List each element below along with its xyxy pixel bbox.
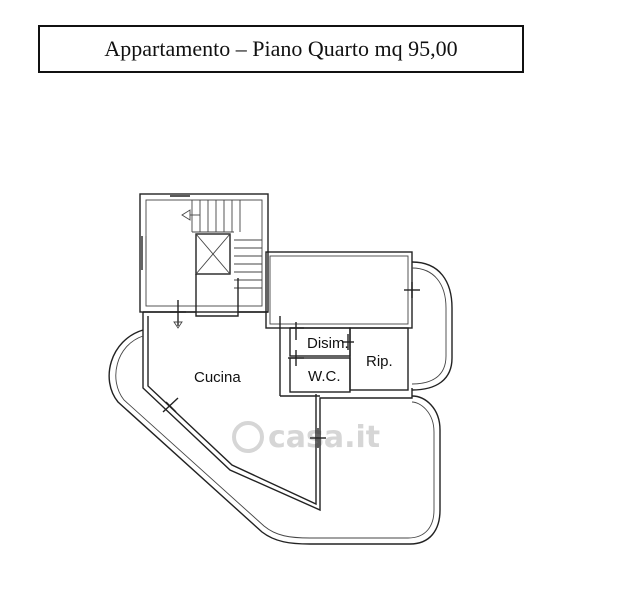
room-label-rip: Rip. — [366, 353, 393, 370]
watermark: casa.it — [232, 420, 380, 455]
room-label-disim: Disim. — [307, 335, 349, 352]
room-label-wc: W.C. — [308, 368, 341, 385]
ripostiglio-room — [349, 327, 409, 391]
apartment-walls — [142, 251, 420, 512]
watermark-logo-icon — [232, 421, 264, 453]
terraces — [108, 261, 453, 545]
elevator-shaft — [195, 233, 231, 275]
stair-block — [139, 193, 269, 313]
title-box: Appartamento – Piano Quarto mq 95,00 — [38, 25, 524, 73]
page-title: Appartamento – Piano Quarto mq 95,00 — [104, 36, 458, 61]
room-label-cucina: Cucina — [194, 369, 241, 386]
